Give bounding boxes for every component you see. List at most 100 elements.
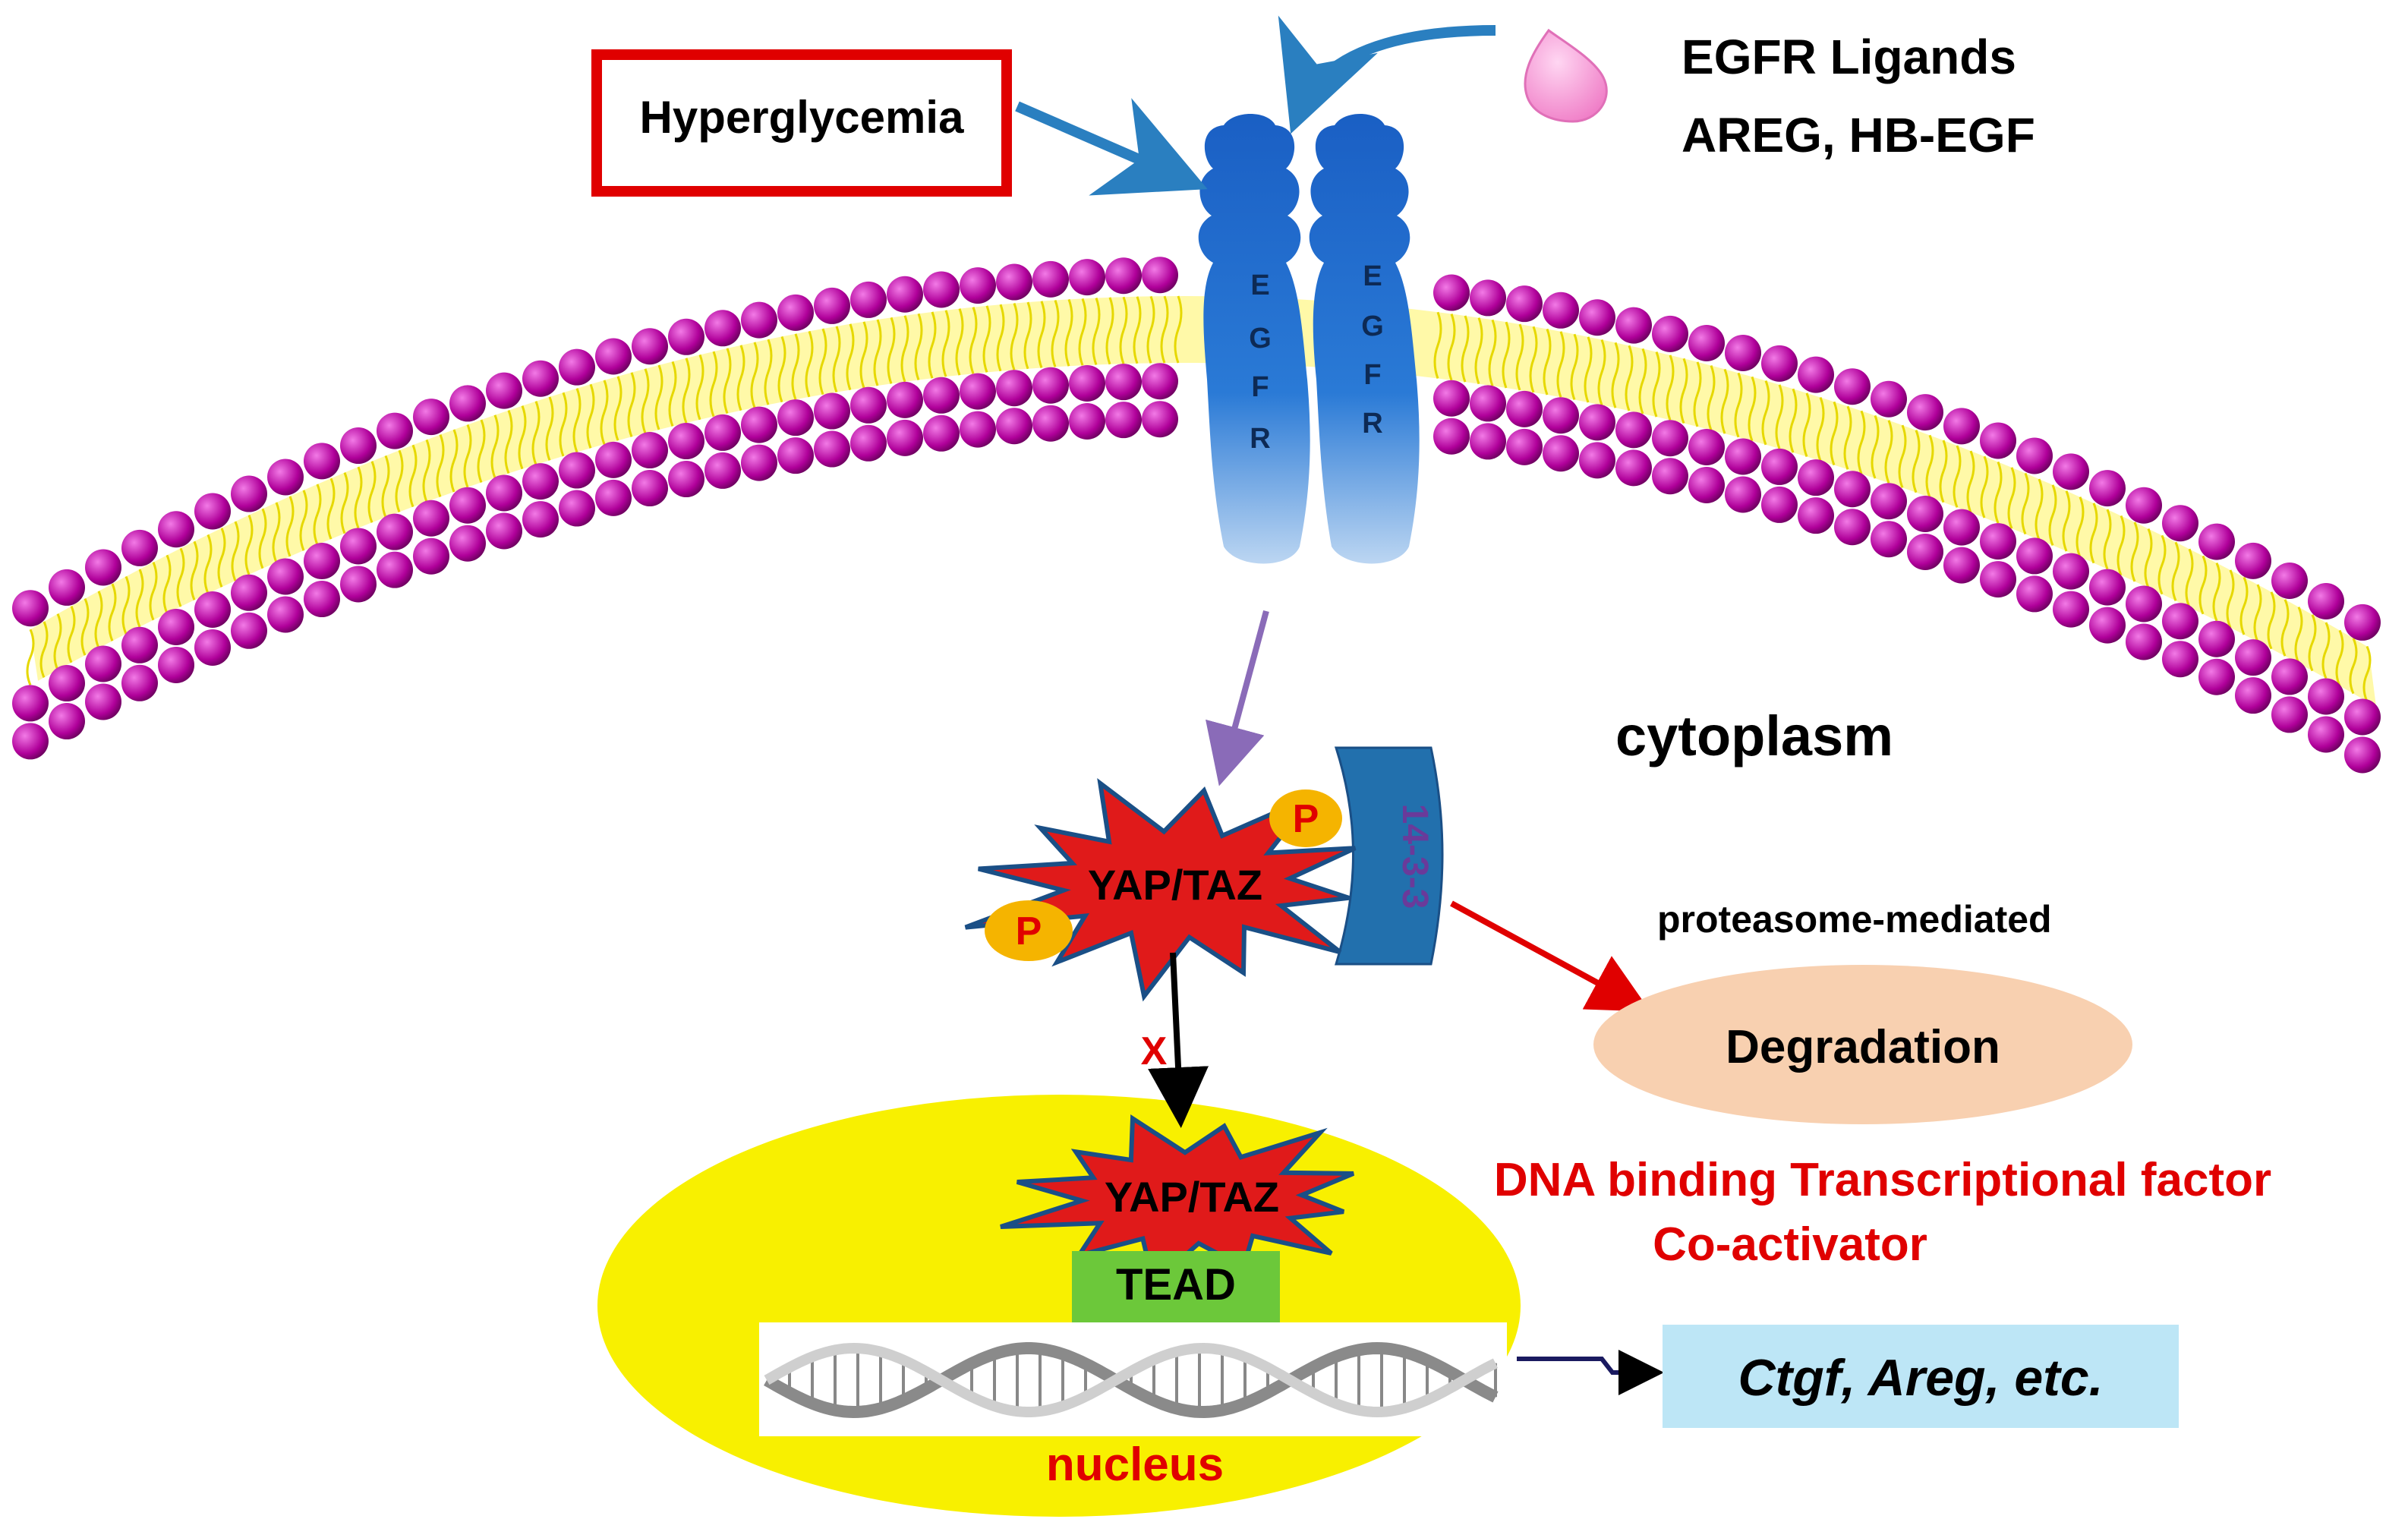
lipid-tail <box>1802 392 1811 458</box>
lipid-tail <box>1625 345 1634 411</box>
lipid-head <box>413 537 449 575</box>
lipid-head <box>1798 356 1834 393</box>
lipid-head <box>1032 260 1069 298</box>
lipid-head <box>158 646 194 683</box>
lipid-tail <box>162 554 172 614</box>
lipid-head <box>1688 324 1725 361</box>
lipid-head <box>2126 487 2162 524</box>
lipid-tail <box>1994 461 2003 524</box>
lipid-tail <box>1843 405 1852 470</box>
lipid-head <box>121 626 158 663</box>
lipid-head <box>231 574 267 611</box>
egfr-letter: G <box>1249 323 1272 355</box>
egfr-letter: R <box>1250 423 1270 455</box>
lipid-tail <box>1433 311 1442 380</box>
lipid-tail <box>2294 607 2303 664</box>
lipid-tail <box>1775 384 1784 449</box>
lipid-head <box>2016 537 2053 575</box>
lipid-tail <box>2048 484 2057 546</box>
lipid-tail <box>641 368 650 434</box>
lipid-tail <box>121 575 131 635</box>
lipid-tail <box>1502 321 1511 389</box>
lipid-tail <box>914 313 923 381</box>
lipid-tail <box>1543 328 1552 396</box>
lipid-tail <box>1734 372 1743 438</box>
lipid-tail <box>1898 424 1907 488</box>
lipid-head <box>996 408 1032 445</box>
lipid-tail <box>381 455 390 518</box>
phospho-label-upper: P <box>1293 797 1319 841</box>
lipid-tail <box>1638 348 1647 414</box>
lipid-head <box>377 412 413 449</box>
egfr-letter: E <box>1250 269 1269 301</box>
lipid-tail <box>504 410 513 474</box>
lipid-head <box>1105 257 1142 295</box>
lipid-tail <box>285 496 295 557</box>
lipid-head <box>158 511 194 548</box>
lipid-head <box>194 591 231 628</box>
lipid-head <box>2344 698 2381 736</box>
lipid-head <box>2016 437 2053 474</box>
lipid-tail <box>2185 548 2194 608</box>
egfr-letter: R <box>1362 408 1382 440</box>
lipid-tail <box>695 354 704 421</box>
lipid-tail <box>244 514 254 575</box>
lipid-head <box>304 581 340 618</box>
lipid-head <box>2308 583 2344 620</box>
lipid-head <box>595 338 632 375</box>
egfr-receptor-right <box>1309 114 1420 564</box>
lipid-tail <box>1051 299 1060 367</box>
lipid-tail <box>1064 298 1073 367</box>
lipid-tail <box>654 364 663 430</box>
lipid-tail <box>436 434 445 497</box>
lipid-tail <box>313 484 322 546</box>
lipid-head <box>1470 423 1506 460</box>
lipid-head <box>1943 408 1980 445</box>
lipid-head <box>449 525 486 562</box>
lipid-head <box>887 276 923 313</box>
phospho-group-upper: P <box>1269 789 1342 847</box>
lipid-tail <box>94 591 103 649</box>
lipid-tail <box>613 376 622 441</box>
lipid-tail <box>2335 629 2344 687</box>
lipid-tail <box>176 547 185 607</box>
lipid-tail <box>709 351 718 418</box>
blocked-translocation-arrow <box>1148 952 1209 1128</box>
lipid-head <box>1470 385 1506 422</box>
lipid-tail <box>1570 333 1579 401</box>
lipid-head <box>267 596 304 633</box>
lipid-head <box>2126 585 2162 622</box>
lipid-head <box>449 385 486 422</box>
lipid-tail <box>1488 319 1497 386</box>
lipid-tail <box>1146 295 1155 364</box>
lipid-head <box>887 419 923 456</box>
lipid-head <box>121 529 158 566</box>
lipid-head <box>1871 483 1907 520</box>
lipid-head <box>49 703 85 740</box>
lipid-head <box>2162 603 2198 640</box>
lipid-tail <box>1748 376 1757 442</box>
lipid-head <box>1725 438 1761 475</box>
lipid-head <box>522 501 559 538</box>
lipid-head <box>1652 315 1688 352</box>
lipid-tail <box>1023 301 1032 370</box>
lipid-head <box>1506 390 1543 427</box>
lipid-head <box>814 430 850 468</box>
lipid-head <box>1907 533 1943 570</box>
phospho-group-lower: P <box>985 900 1073 961</box>
lipid-tail <box>326 477 336 540</box>
ligand-arrow <box>1278 15 1496 134</box>
lipid-head <box>668 423 704 460</box>
lipid-head <box>704 414 741 451</box>
lipid-tail <box>531 401 541 465</box>
lipid-tail <box>203 534 213 594</box>
lipid-head <box>850 424 887 462</box>
lipid-tail <box>1174 295 1183 364</box>
lipid-tail <box>135 569 144 628</box>
lipid-tail <box>367 461 377 523</box>
lipid-head <box>777 399 814 437</box>
lipid-head <box>85 645 121 682</box>
egfr-receptor-left <box>1198 114 1310 564</box>
lipid-head <box>960 411 996 448</box>
